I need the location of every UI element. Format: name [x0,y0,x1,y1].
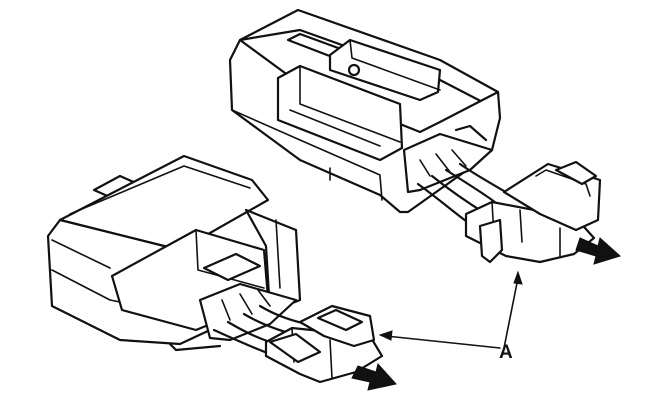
lower-connector-housing [46,154,302,352]
callout-label-a: A [499,342,513,363]
lower-retainer-a [264,304,384,384]
upper-pull-arrow [575,237,621,265]
lower-pull-arrow [351,362,397,391]
upper-connector-housing [228,8,502,214]
callout-leader-lines [378,270,523,349]
upper-retainer-a [464,160,602,264]
